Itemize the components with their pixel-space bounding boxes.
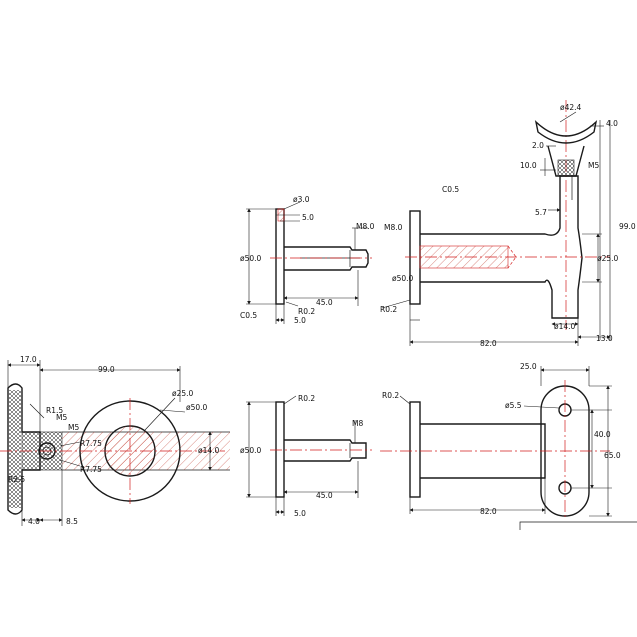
label-d50-a: ø50.0 — [240, 254, 262, 263]
label-d57: 5.7 — [535, 208, 547, 217]
label-d55: ø5.5 — [505, 401, 522, 410]
label-d50-c: ø50.0 — [186, 403, 208, 412]
label-r02-d: R0.2 — [382, 391, 399, 400]
label-d25-c: 25.0 — [520, 362, 537, 371]
label-d14-b: ø14.0 — [198, 446, 220, 455]
label-d3: ø3.0 — [293, 195, 310, 204]
label-d424: ø42.4 — [560, 103, 582, 112]
label-r02-a: R0.2 — [298, 307, 315, 316]
label-d99-a: 99.0 — [619, 222, 636, 231]
label-d99-b: 99.0 — [98, 365, 115, 374]
label-r02-c: R0.2 — [298, 394, 315, 403]
label-c05-top: C0.5 — [442, 185, 459, 194]
label-d10-top: 10.0 — [520, 161, 537, 170]
label-c05-a: C0.5 — [240, 311, 257, 320]
view-long-bracket-side — [381, 100, 611, 346]
label-r775-b: R7.75 — [80, 465, 102, 474]
label-d5: 5.0 — [302, 213, 314, 222]
label-m5-s2: M5 — [68, 423, 79, 432]
label-d5-bottom-a: 5.0 — [294, 316, 306, 325]
view-short-bracket-side — [246, 201, 372, 324]
label-d25-b: ø25.0 — [172, 389, 194, 398]
label-d4-bot: 4.0 — [28, 517, 40, 526]
view-section-and-front — [0, 360, 230, 526]
label-d4-top: 4.0 — [606, 119, 618, 128]
label-d65: 65.0 — [604, 451, 621, 460]
label-d13: 13.0 — [596, 334, 613, 343]
label-d5-bottom-b: 5.0 — [294, 509, 306, 518]
label-d85: 8.5 — [66, 517, 78, 526]
label-r15: R1.5 — [46, 406, 63, 415]
label-r02-b: R0.2 — [380, 305, 397, 314]
label-d2-top: 2.0 — [532, 141, 544, 150]
label-d25-a: ø25.0 — [597, 254, 619, 263]
label-m8-a: M8.0 — [356, 222, 375, 231]
label-d17: 17.0 — [20, 355, 37, 364]
label-m5-top: M5 — [588, 161, 599, 170]
label-m8-b2: M8.0 — [384, 223, 403, 232]
label-d45-b: 45.0 — [316, 491, 333, 500]
label-d82-b: 82.0 — [480, 507, 497, 516]
view-long-bracket-top — [380, 366, 637, 530]
label-m8-b: M8 — [352, 419, 363, 428]
label-d82-a: 82.0 — [480, 339, 497, 348]
label-d14-a: ø14.0 — [554, 322, 576, 331]
label-d50-b: ø50.0 — [392, 274, 414, 283]
view-short-bracket-bottom — [246, 395, 372, 516]
label-d40: 40.0 — [594, 430, 611, 439]
label-d45-a: 45.0 — [316, 298, 333, 307]
label-r25: R2.5 — [8, 475, 25, 484]
label-r775-a: R7.75 — [80, 439, 102, 448]
label-d50-d: ø50.0 — [240, 446, 262, 455]
label-m5-s1: M5 — [56, 413, 67, 422]
